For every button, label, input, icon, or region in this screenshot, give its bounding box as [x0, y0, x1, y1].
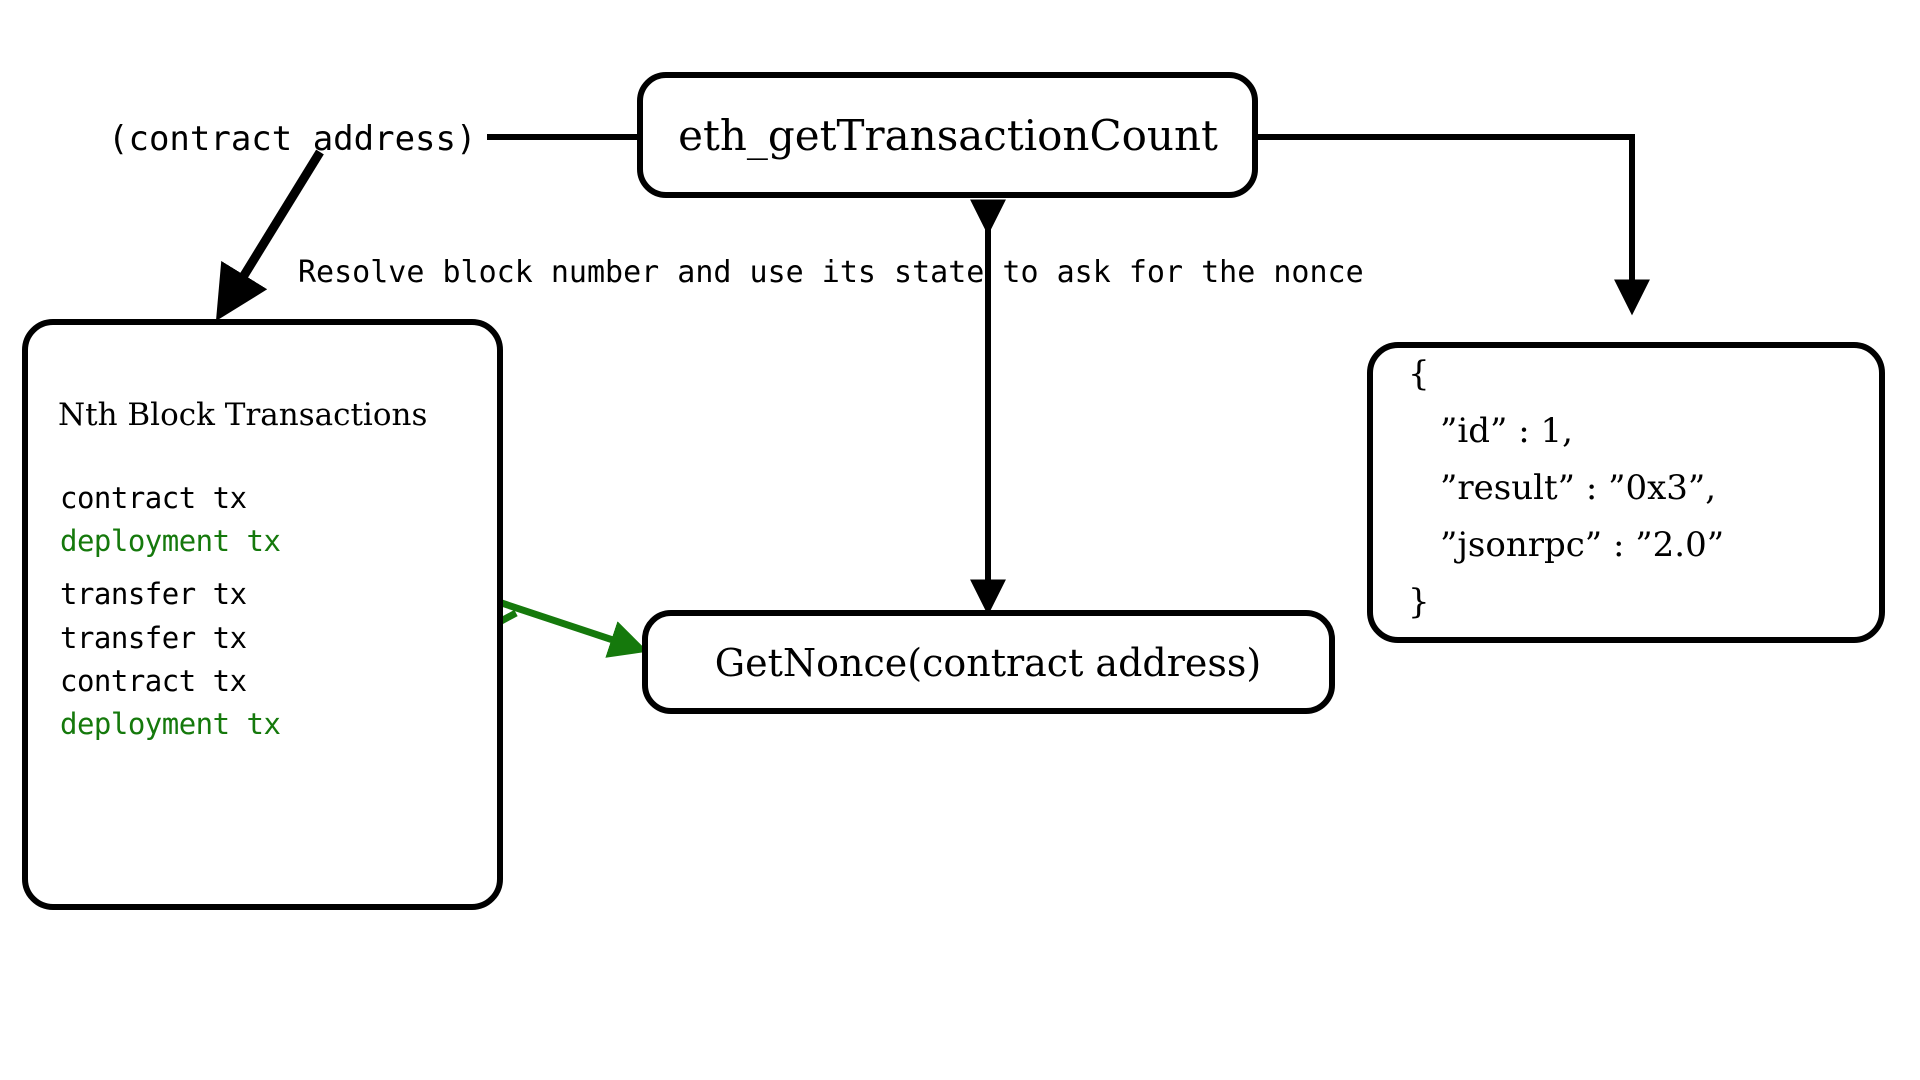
getnonce-node[interactable] — [642, 610, 1335, 714]
block-transactions-heading: Nth Block Transactions — [58, 397, 427, 433]
response-line: ”jsonrpc” : ”2.0” — [1440, 525, 1724, 565]
getnonce-label: GetNonce(contract address) — [715, 641, 1261, 685]
rpc-response-node[interactable] — [1367, 342, 1885, 643]
response-line: { — [1408, 354, 1430, 394]
rpc-method-label: eth_getTransactionCount — [678, 111, 1218, 160]
resolve-edge-label: Resolve block number and use its state t… — [298, 255, 1364, 290]
arrow-address-to-block-panel — [215, 149, 324, 322]
transaction-row: contract tx — [60, 481, 247, 515]
transaction-row: contract tx — [60, 664, 247, 698]
rpc-method-node[interactable] — [637, 72, 1258, 198]
transaction-row: deployment tx — [60, 707, 281, 741]
connector-rpc-to-response — [1255, 134, 1650, 316]
transaction-row: transfer tx — [60, 621, 247, 655]
response-line: ”result” : ”0x3”, — [1440, 468, 1716, 508]
response-line: ”id” : 1, — [1440, 411, 1573, 451]
transaction-row: transfer tx — [60, 577, 247, 611]
block-transactions-panel[interactable] — [22, 319, 503, 910]
input-address-label: (contract address) — [108, 119, 476, 159]
transaction-row: deployment tx — [60, 524, 281, 558]
response-line: } — [1408, 582, 1430, 622]
